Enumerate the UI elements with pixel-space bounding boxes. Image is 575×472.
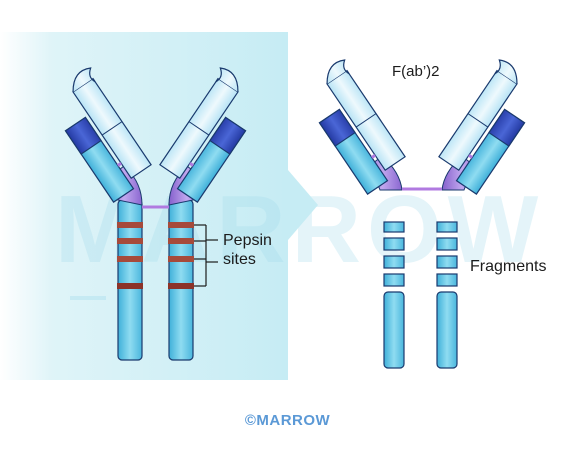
intact-antibody — [41, 64, 270, 361]
fab2-label: F(ab’)2 — [392, 63, 440, 80]
marrow-logo: ©MARROW — [244, 412, 331, 429]
pepsin-band — [117, 238, 143, 244]
pepsin-band — [117, 222, 143, 228]
pepsin-label-line2: sites — [223, 251, 256, 268]
arrow-notch — [288, 170, 318, 240]
fab2-fragment — [295, 56, 549, 196]
watermark-underline — [70, 296, 106, 300]
pepsin-band — [168, 222, 194, 228]
pepsin-band — [117, 283, 143, 289]
pepsin-label-line1: Pepsin — [223, 232, 272, 249]
pepsin-band — [168, 283, 194, 289]
pepsin-band — [117, 256, 143, 262]
pepsin-sites-label: Pepsin sites — [223, 231, 283, 269]
pepsin-band — [168, 238, 194, 244]
fc-fragments — [383, 221, 458, 369]
fragments-label: Fragments — [470, 258, 547, 275]
pepsin-band — [168, 256, 194, 262]
pepsin-bracket — [194, 224, 218, 287]
